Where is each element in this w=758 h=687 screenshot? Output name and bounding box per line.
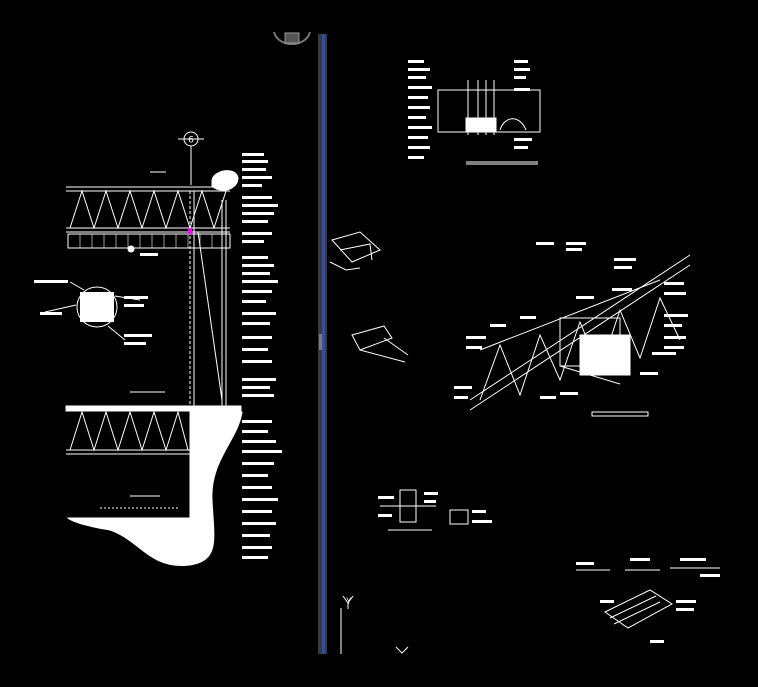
grid-bubble-label: 6 — [188, 136, 194, 146]
viewcube-icon[interactable] — [272, 30, 312, 52]
viewport-splitter[interactable] — [318, 34, 327, 654]
chevron-down-icon — [395, 646, 409, 654]
ucs-axis-label: Y — [346, 597, 352, 607]
top-truss-web — [69, 189, 227, 230]
selected-grip — [188, 228, 192, 234]
annotation-leaders — [34, 153, 282, 559]
bottom-truss-web — [69, 410, 189, 452]
left-model-viewport[interactable]: 6 — [0, 0, 318, 687]
details-drawing: Y — [329, 60, 720, 654]
ucs-icon — [340, 595, 354, 654]
splitter-grip[interactable] — [319, 334, 322, 350]
detail-callout — [76, 286, 118, 328]
active-viewport-border — [322, 34, 325, 654]
section-drawing: 6 — [34, 131, 282, 567]
detail-annotations — [378, 60, 720, 643]
right-model-viewport[interactable]: Y — [327, 0, 758, 687]
